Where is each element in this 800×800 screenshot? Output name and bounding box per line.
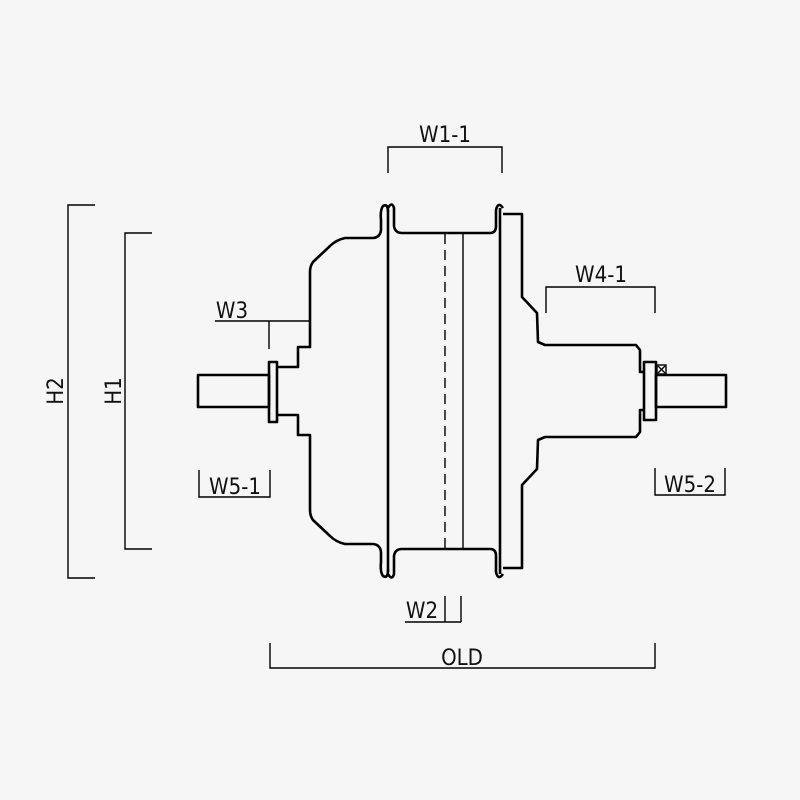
right-axle-nut: [642, 360, 658, 422]
w5-1-label: W5-1: [209, 475, 261, 500]
w3-label: W3: [216, 299, 248, 324]
w3-dimension: [215, 320, 310, 349]
left-flange-tip-top: [386, 203, 505, 235]
old-dimension: [269, 643, 656, 669]
w5-1-dimension: [198, 470, 271, 498]
w5-2-label: W5-2: [664, 473, 716, 498]
left-axle-nut: [267, 360, 279, 424]
h1-dimension: [124, 232, 152, 550]
old-label: OLD: [441, 646, 483, 671]
left-axle: [196, 360, 279, 424]
left-axle-shaft: [196, 373, 271, 409]
left-flange-tip-bottom: [386, 547, 505, 579]
h2-label: H2: [44, 377, 69, 404]
w4-1-label: W4-1: [575, 263, 627, 288]
cable-outlet: [656, 364, 667, 375]
w1-1-label: W1-1: [419, 123, 471, 148]
h2-dimension: [67, 204, 95, 579]
w5-2-dimension: [654, 468, 726, 496]
w1-1-dimension: [387, 146, 503, 173]
hub-body: [277, 203, 644, 579]
w2-dimension: [405, 596, 462, 623]
right-axle-shaft: [654, 373, 728, 409]
right-axle: [642, 360, 728, 422]
hub-left-outline: [277, 203, 390, 579]
w4-1-dimension: [545, 286, 656, 313]
cable-outlet-mark: [657, 365, 666, 374]
hub-right-outline: [503, 212, 644, 570]
w2-label: W2: [406, 599, 438, 624]
h1-label: H1: [102, 377, 127, 404]
